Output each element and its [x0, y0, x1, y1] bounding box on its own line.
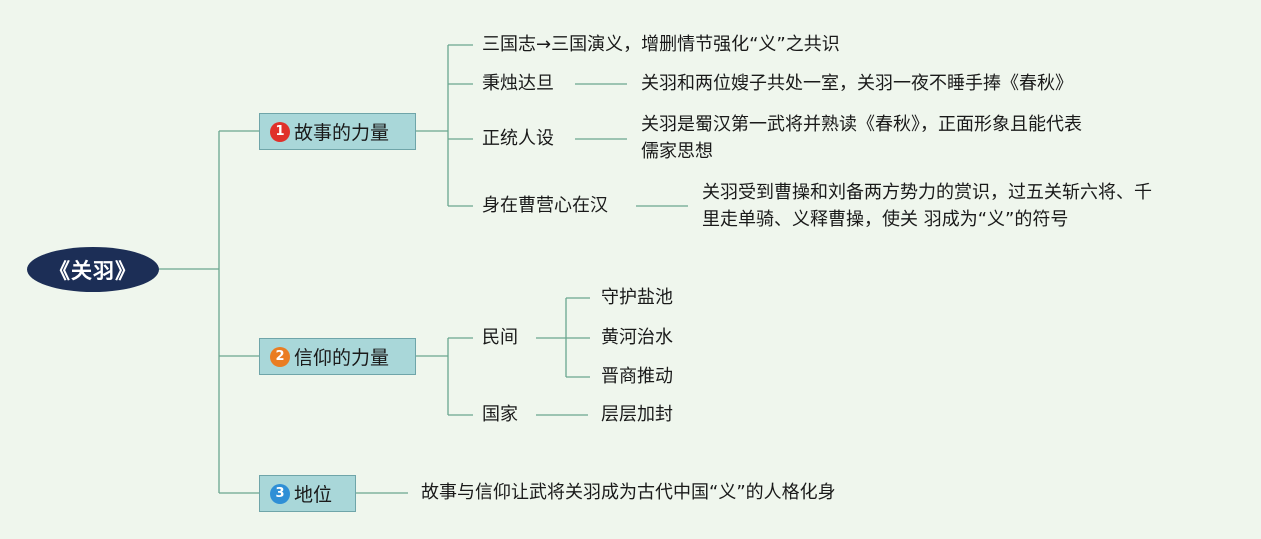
leaf-shouhu-yanchi: 守护盐池 — [601, 287, 673, 308]
topic-number-badge: 2 — [270, 346, 290, 367]
leaf-jinshang-tuidong: 晋商推动 — [601, 366, 673, 387]
branch-caoying: 身在曹营心在汉 — [482, 195, 608, 216]
topic-status: 3 地位 — [259, 475, 356, 512]
root-label: 《关羽》 — [49, 258, 137, 283]
branch-guojia: 国家 — [482, 404, 518, 425]
branch-bingzhu: 秉烛达旦 — [482, 73, 554, 94]
topic-label: 地位 — [294, 484, 333, 506]
leaf-huanghe-zhishui: 黄河治水 — [601, 327, 673, 348]
detail-zhengtong-line1: 关羽是蜀汉第一武将并熟读《春秋》，正面形象且能代表 — [641, 114, 1082, 135]
topic-story-power: 1 故事的力量 — [259, 113, 416, 150]
root-node: 《关羽》 — [27, 247, 159, 292]
topic-faith-power: 2 信仰的力量 — [259, 338, 416, 375]
detail-status: 故事与信仰让武将关羽成为古代中国“义”的人格化身 — [421, 482, 836, 503]
branch-minjian: 民间 — [482, 327, 518, 348]
detail-caoying-line2: 里走单骑、义释曹操，使关 羽成为“义”的符号 — [702, 209, 1069, 230]
detail-bingzhu: 关羽和两位嫂子共处一室，关羽一夜不睡手捧《春秋》 — [641, 73, 1073, 94]
detail-zhengtong-line2: 儒家思想 — [641, 141, 713, 162]
topic-number-badge: 1 — [270, 121, 290, 142]
branch-sanguozhi: 三国志→三国演义，增删情节强化“义”之共识 — [482, 34, 840, 55]
topic-number-badge: 3 — [270, 483, 290, 504]
topic-label: 信仰的力量 — [294, 347, 390, 369]
detail-caoying-line1: 关羽受到曹操和刘备两方势力的赏识，过五关斩六将、千 — [702, 182, 1152, 203]
leaf-cengceng-jiafeng: 层层加封 — [601, 404, 673, 425]
topic-label: 故事的力量 — [294, 122, 390, 144]
branch-zhengtong: 正统人设 — [482, 128, 554, 149]
